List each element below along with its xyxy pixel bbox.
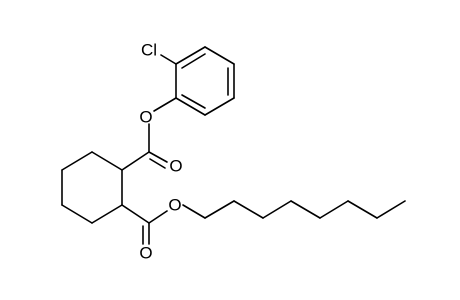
atom-labels: Cl O O O O bbox=[139, 41, 182, 263]
aryl-ester-group bbox=[121, 97, 177, 171]
chlorine-label: Cl bbox=[141, 41, 157, 60]
chlorophenyl-ring bbox=[160, 46, 235, 116]
aryl-carbonyl-oxygen: O bbox=[169, 157, 182, 176]
aryl-ester-oxygen: O bbox=[139, 108, 152, 127]
octyl-carbonyl-oxygen: O bbox=[139, 244, 152, 263]
octyl-ester-group bbox=[121, 204, 168, 245]
octyl-chain bbox=[182, 200, 406, 219]
cyclohexane-ring bbox=[61, 151, 123, 224]
octyl-ester-oxygen: O bbox=[168, 196, 181, 215]
